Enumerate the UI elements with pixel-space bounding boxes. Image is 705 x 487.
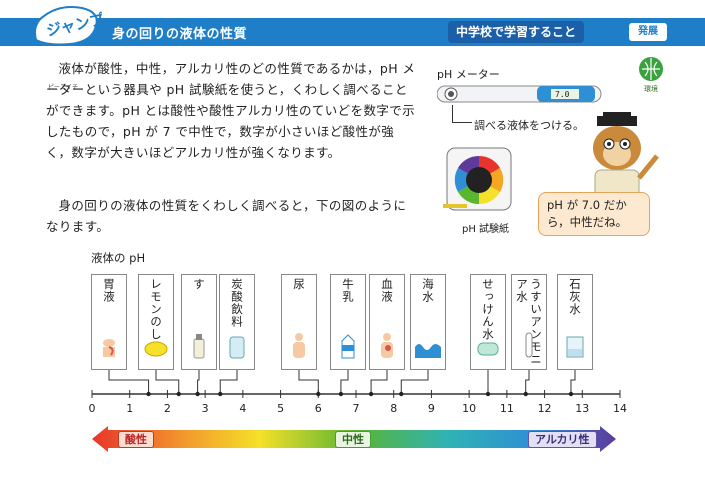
ph-ruby: ピーエイチ	[48, 84, 79, 91]
ph-item-card: 炭酸飲料	[219, 274, 255, 370]
ph-item-connector	[298, 370, 319, 394]
ph-item-label: せっけん水	[481, 278, 495, 341]
speech-bubble: pH が 7.0 だから，中性だね。	[538, 192, 650, 236]
ph-item-connector	[340, 370, 349, 394]
ph-item-label: レモンのしる	[149, 278, 163, 353]
ph-item-point	[338, 391, 344, 397]
ph-paper-label: pH 試験紙	[462, 224, 510, 235]
heart-icon	[381, 333, 393, 358]
ph-paper-icon	[443, 147, 512, 211]
ph-item-point	[195, 391, 200, 397]
ph-item-point	[568, 391, 574, 397]
env-label: 環境	[644, 84, 658, 93]
ph-item-point	[399, 391, 404, 397]
ph-item-label: 胃液	[102, 278, 116, 303]
ph-item-card: レモンのしる	[138, 274, 174, 370]
ph-item-label: 尿	[292, 278, 306, 291]
ph-item-point	[523, 391, 528, 397]
lemon-icon	[144, 341, 168, 357]
axis-tick-label: 1	[126, 402, 134, 415]
ph-item-card: 石灰水	[557, 274, 593, 370]
soap-icon	[477, 342, 499, 356]
ph-item-card: 牛乳	[330, 274, 366, 370]
ph-item-point	[368, 391, 374, 397]
header-bar	[0, 18, 705, 46]
body-icon	[293, 333, 305, 358]
ph-item-point	[485, 391, 491, 397]
axis-tick-label: 12	[537, 402, 552, 415]
ph-item-card: 胃液	[91, 274, 127, 370]
axis-tick-label: 6	[314, 402, 322, 415]
ph-item-label: 石灰水	[568, 278, 582, 316]
ph-item-card: うすいアンモニア水	[511, 274, 547, 370]
ph-item-point	[316, 391, 321, 397]
ph-item-connector	[197, 370, 200, 394]
axis-tick-label: 7	[352, 402, 360, 415]
ph-item-connector	[370, 370, 388, 394]
stomach-icon	[103, 339, 115, 357]
ph-item-connector	[525, 370, 530, 394]
paragraph-1: 液体が酸性，中性，アルカリ性のどの性質であるかは，pH メーターという器具や p…	[46, 61, 416, 160]
ph-item-label: 牛乳	[341, 278, 355, 303]
ph-item-card: す	[181, 274, 217, 370]
chart-title: 液体の pH	[91, 251, 146, 265]
axis-tick-label: 13	[575, 402, 590, 415]
development-tab: 発展	[628, 22, 668, 42]
axis-tick-label: 3	[201, 402, 209, 415]
acid-label: 酸性	[118, 431, 154, 448]
callout-line	[452, 105, 472, 123]
ph-meter-label: pH メーター	[437, 68, 500, 81]
axis-tick-label: 2	[163, 402, 171, 415]
ph-meter-icon: 7.0	[437, 85, 602, 103]
jump-badge: ジャンプ	[34, 6, 102, 46]
globe-icon: 環境	[639, 57, 663, 93]
ph-item-point	[218, 391, 223, 397]
ph-item-card: 尿	[281, 274, 317, 370]
axis-tick-label: 8	[390, 402, 398, 415]
neutral-label: 中性	[335, 431, 371, 448]
axis-tick-label: 0	[88, 402, 96, 415]
ph-item-label: す	[192, 278, 206, 291]
axis-tick-label: 10	[462, 402, 477, 415]
ph-item-connector	[219, 370, 238, 394]
ph-item-point	[146, 391, 151, 397]
ph-item-connector	[570, 370, 576, 394]
vinegar-bottle-icon	[193, 334, 205, 359]
meter-callout: 調べる液体をつける。	[474, 119, 584, 132]
ph-item-label: 炭酸飲料	[230, 278, 244, 328]
alkali-label: アルカリ性	[528, 431, 597, 448]
axis-tick-label: 4	[239, 402, 247, 415]
ph-item-connector	[155, 370, 180, 394]
ph-item-connector	[108, 370, 150, 394]
ph-item-card: 海水	[410, 274, 446, 370]
axis-tick-label: 9	[427, 402, 435, 415]
meter-display: 7.0	[555, 90, 570, 99]
beaker-icon	[566, 336, 584, 358]
ph-item-connector	[400, 370, 429, 394]
can-icon	[229, 336, 245, 359]
axis-tick-label: 11	[499, 402, 514, 415]
ph-item-point	[176, 391, 181, 397]
wave-icon	[415, 344, 441, 358]
ph-item-label: 海水	[421, 278, 435, 303]
page-title: 身の回りの液体の性質	[112, 27, 248, 42]
ph-item-label: 血液	[380, 278, 394, 303]
ph-item-card: 血液	[369, 274, 405, 370]
axis-tick-label: 14	[613, 402, 627, 415]
test-tube-icon	[525, 332, 533, 358]
milk-carton-icon	[341, 334, 355, 359]
learn-tab: 中学校で学習すること	[448, 21, 585, 43]
paragraph-2: 身の回りの液体の性質をくわしく調べると，下の図のようになります。	[46, 198, 407, 234]
axis-tick-label: 5	[277, 402, 285, 415]
ph-item-card: せっけん水	[470, 274, 506, 370]
